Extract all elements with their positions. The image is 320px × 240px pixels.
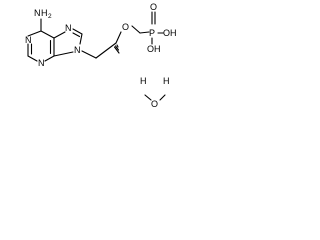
side-chain-bonds [81,11,164,59]
amino-n-label: N [34,8,41,18]
water-h-left-label: H [140,76,147,86]
ring-n3-label: N [38,58,45,68]
imidazole-ring-bonds [53,28,83,57]
pyrimidine-ring-bonds [27,18,55,62]
hashed-wedge-bond [113,44,120,54]
chemical-structure: N H 2 N N N N O P O OH OH H O H [25,2,177,109]
ring-n1-label: N [25,35,32,45]
ring-n9-label: N [74,45,81,55]
water-o-label: O [151,99,158,109]
phosphoryl-oxygen-label: O [150,2,157,12]
hydroxyl-down-label: OH [147,44,161,54]
ring-n7-label: N [65,23,72,33]
hydroxyl-right-label: OH [163,28,177,38]
water-bonds [144,94,166,101]
amino-h-label: H [41,8,48,18]
amino-subscript: 2 [48,13,52,20]
water-h-right-label: H [163,76,170,86]
ether-oxygen-label: O [122,22,129,32]
phosphorus-label: P [149,28,155,38]
